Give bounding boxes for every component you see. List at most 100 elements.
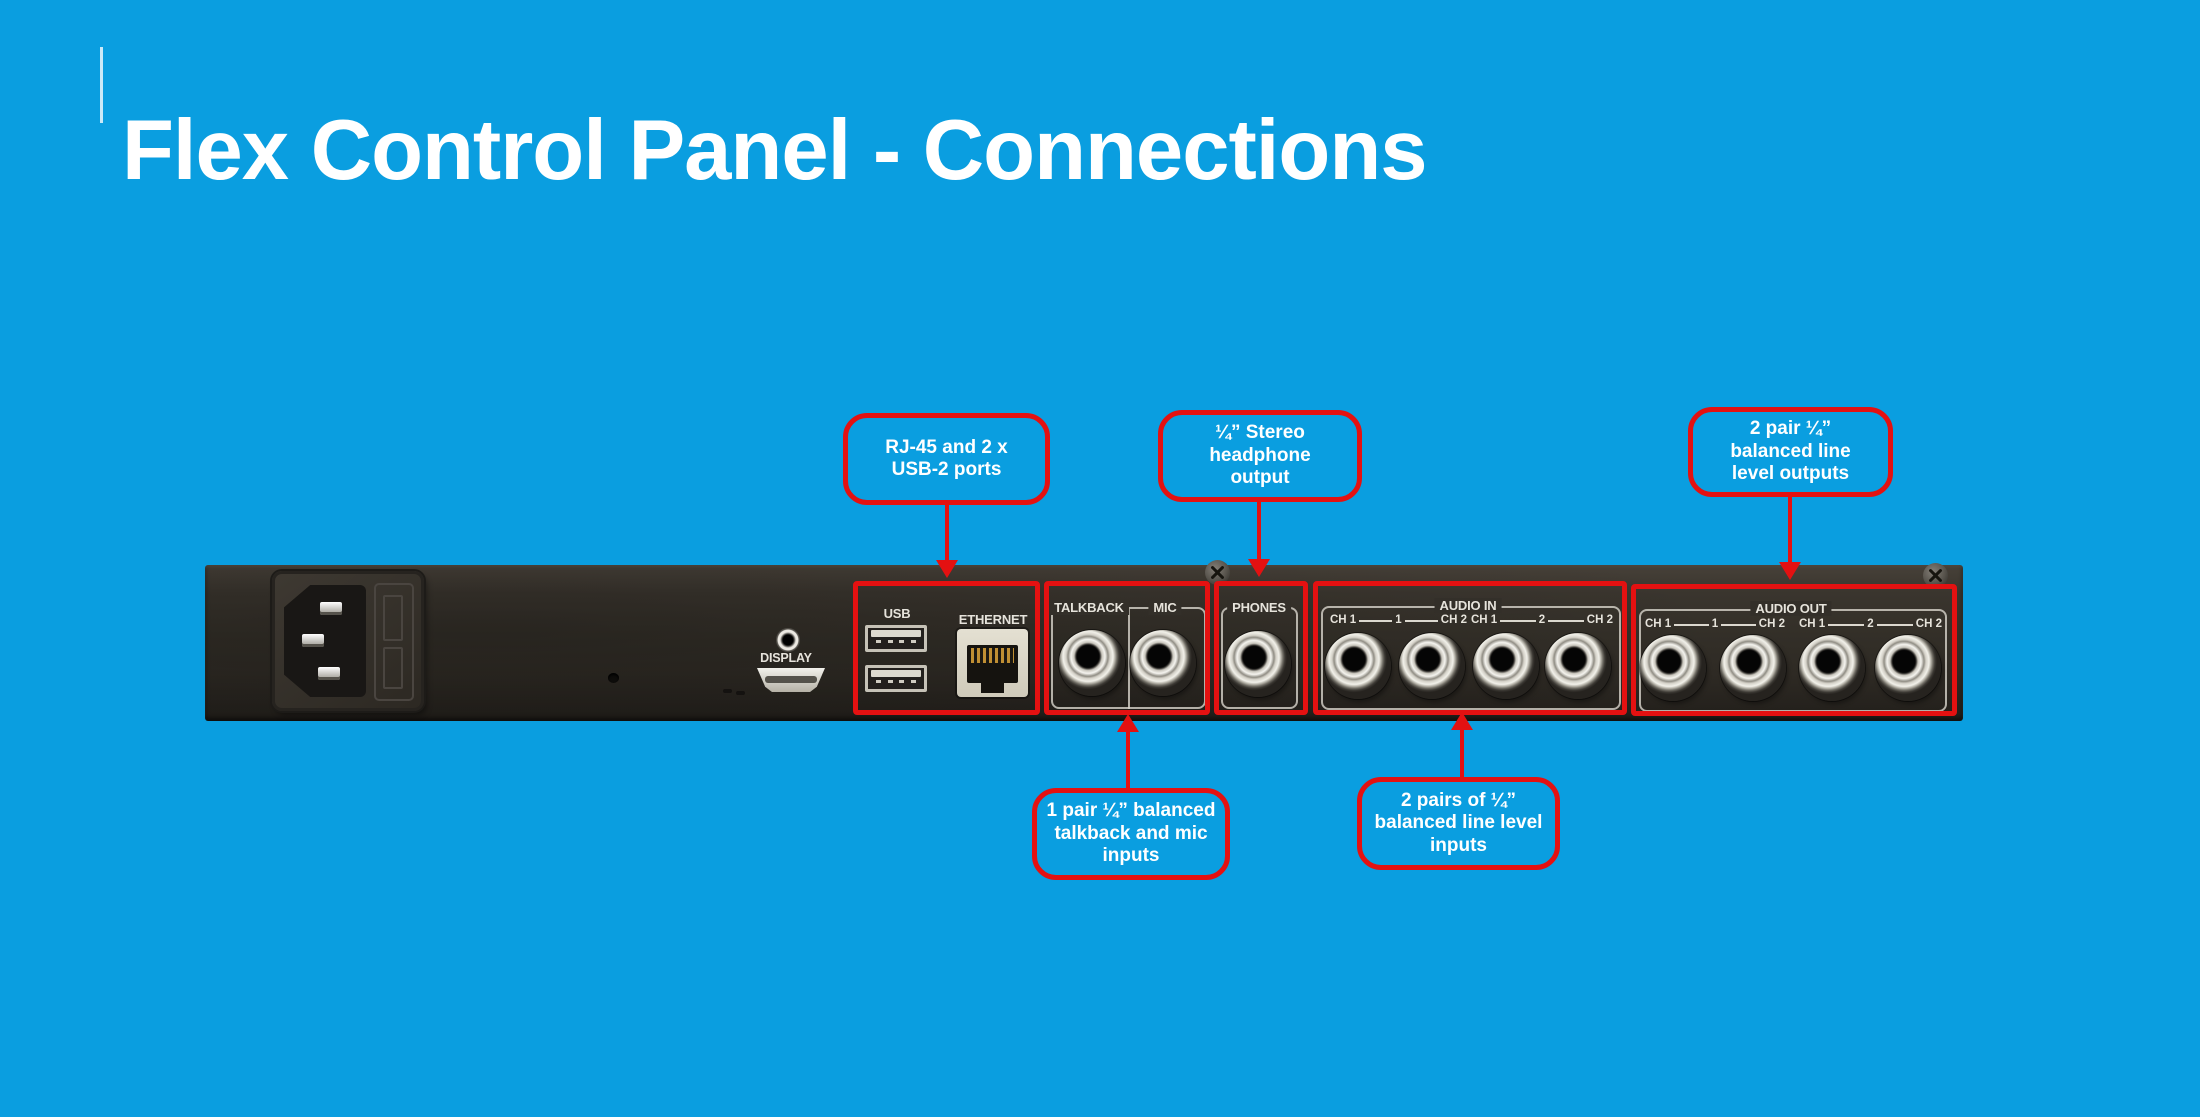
callout-line: 1 pair ¼” balanced xyxy=(1046,800,1216,822)
talkback-label: TALKBACK xyxy=(1049,600,1129,615)
audio-in-jack-3 xyxy=(1473,633,1539,699)
arrow-down-icon xyxy=(1248,559,1270,577)
mic-label: MIC xyxy=(1148,600,1182,615)
phones-label: PHONES xyxy=(1227,600,1291,615)
pair-number: 1 xyxy=(1711,618,1719,630)
usb-tongue xyxy=(871,670,921,677)
ch-label: CH 2 xyxy=(1586,614,1613,626)
label-line xyxy=(1548,619,1584,622)
callout-line: talkback and mic xyxy=(1054,822,1208,844)
hdmi-slot xyxy=(765,676,817,683)
ch-label: CH 1 xyxy=(1330,614,1357,626)
page-title: Flex Control Panel - Connections xyxy=(122,102,1428,198)
label-line xyxy=(1500,619,1536,622)
usb-port-2 xyxy=(865,665,927,692)
display-label: DISPLAY xyxy=(760,651,812,665)
callout-arrow-line xyxy=(1460,730,1464,777)
highlight-audio-out xyxy=(1631,584,1957,716)
label-line xyxy=(1828,623,1865,626)
ethernet-cavity xyxy=(967,645,1018,683)
callout-talkback-mic-inputs: 1 pair ¼” balanced talkback and mic inpu… xyxy=(1032,788,1230,880)
audio-out-label: AUDIO OUT xyxy=(1750,601,1832,616)
audio-in-pair-1-label: CH 1 1 CH 2 xyxy=(1330,614,1467,627)
iec-c14-inlet xyxy=(284,585,366,697)
arrow-down-icon xyxy=(1779,562,1801,580)
callout-line: USB-2 ports xyxy=(891,459,1002,480)
callout-line: level outputs xyxy=(1731,463,1850,485)
audio-out-jack-1 xyxy=(1640,635,1706,701)
audio-out-jack-3 xyxy=(1799,635,1865,701)
title-accent-bar xyxy=(100,47,103,123)
ch-label: CH 2 xyxy=(1758,618,1785,630)
power-pin xyxy=(318,667,340,680)
panel-screw xyxy=(1205,560,1230,585)
audio-in-label: AUDIO IN xyxy=(1434,598,1502,613)
arrow-down-icon xyxy=(936,560,958,578)
audio-out-jack-4 xyxy=(1875,635,1941,701)
callout-arrow-line xyxy=(1126,732,1130,788)
callout-arrow-line xyxy=(1257,498,1261,559)
panel-marking xyxy=(723,689,732,693)
ch-label: CH 1 xyxy=(1645,618,1672,630)
display-mini-jack xyxy=(776,628,800,652)
callout-arrow-line xyxy=(945,503,949,560)
audio-out-jack-2 xyxy=(1720,635,1786,701)
callout-line-inputs: 2 pairs of ¼” balanced line level inputs xyxy=(1357,777,1560,870)
ethernet-port xyxy=(957,629,1028,697)
audio-out-pair-1-label: CH 1 1 CH 2 xyxy=(1645,618,1785,631)
label-line xyxy=(1404,619,1438,622)
usb-contacts xyxy=(876,680,916,683)
audio-in-jack-1 xyxy=(1325,633,1391,699)
callout-line: output xyxy=(1230,467,1290,489)
ethernet-label: ETHERNET xyxy=(958,612,1028,627)
power-pin xyxy=(302,634,324,647)
callout-arrow-line xyxy=(1788,495,1792,562)
talkback-jack xyxy=(1059,630,1125,696)
power-inlet-module xyxy=(272,571,424,711)
audio-in-pair-2-label: CH 1 2 CH 2 xyxy=(1471,614,1613,627)
panel-hole xyxy=(608,673,619,683)
audio-in-jack-2 xyxy=(1399,633,1465,699)
arrow-up-icon xyxy=(1117,714,1139,732)
ethernet-pins xyxy=(971,648,1014,663)
usb-tongue xyxy=(871,630,921,637)
hdmi-port xyxy=(757,668,825,692)
callout-line-outputs: 2 pair ¼” balanced line level outputs xyxy=(1688,407,1893,497)
usb-port-1 xyxy=(865,625,927,652)
label-line xyxy=(1721,623,1756,626)
pair-number: 1 xyxy=(1395,614,1402,626)
usb-label: USB xyxy=(883,606,911,621)
power-pin xyxy=(320,602,342,615)
panel-screw xyxy=(1923,563,1948,588)
label-line xyxy=(1359,619,1393,622)
panel-marking xyxy=(736,691,745,695)
callout-line: inputs xyxy=(1102,845,1160,867)
callout-line: balanced line xyxy=(1730,440,1851,462)
arrow-up-icon xyxy=(1451,712,1473,730)
audio-in-jack-4 xyxy=(1545,633,1611,699)
callout-line: inputs xyxy=(1430,834,1487,856)
callout-line: headphone xyxy=(1209,444,1311,466)
usb-contacts xyxy=(876,640,916,643)
ch-label: CH 1 xyxy=(1799,618,1826,630)
fuse-drawer xyxy=(374,583,414,701)
highlight-phones xyxy=(1214,581,1308,715)
ch-label: CH 2 xyxy=(1440,614,1467,626)
callout-line: 2 pairs of ¼” xyxy=(1400,789,1517,811)
label-line xyxy=(1674,623,1709,626)
mic-jack xyxy=(1130,630,1196,696)
callout-line: RJ-45 and 2 x xyxy=(885,436,1008,458)
highlight-usb-ethernet xyxy=(853,581,1040,715)
highlight-talkback-mic xyxy=(1044,581,1210,715)
callout-headphone-output: ¼” Stereo headphone output xyxy=(1158,410,1362,502)
ch-label: CH 1 xyxy=(1471,614,1498,626)
ethernet-notch xyxy=(981,683,1004,693)
pair-number: 2 xyxy=(1867,618,1874,630)
group-divider-line xyxy=(1128,607,1130,709)
label-line xyxy=(1876,623,1913,626)
highlight-audio-in xyxy=(1313,581,1627,715)
callout-usb-ports: RJ-45 and 2 x USB-2 ports xyxy=(843,413,1050,505)
pair-number: 2 xyxy=(1538,614,1546,626)
